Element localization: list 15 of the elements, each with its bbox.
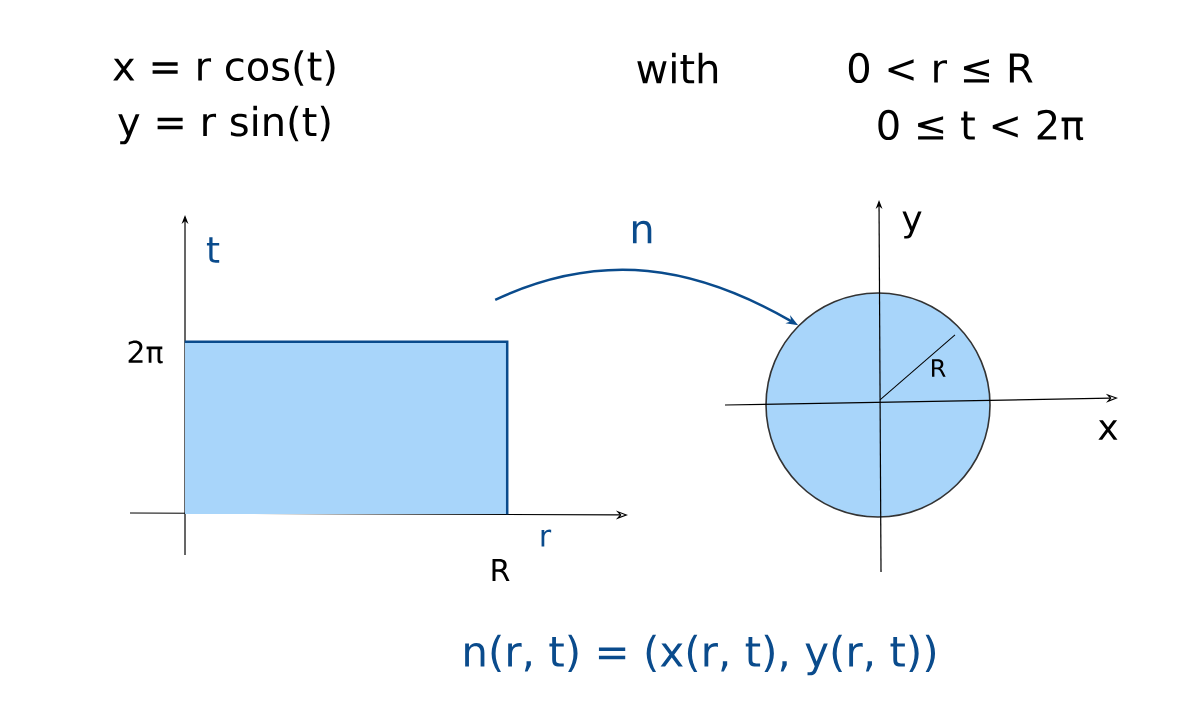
mapping-formula: n(r, t) = (x(r, t), y(r, t)) (465, 634, 936, 676)
axis-label: t (206, 237, 220, 263)
filled-disk (765, 292, 991, 518)
axis-label: r (541, 529, 552, 547)
inequality: 0 ≤ t < 2π (878, 109, 1084, 141)
filled-rectangle (184, 340, 509, 515)
equation: x = r cos(t) (113, 50, 335, 86)
condition-word: with (637, 52, 718, 84)
inequality: 0 < r ≤ R (848, 52, 1033, 84)
equation: y = r sin(t) (118, 105, 330, 145)
tick-label: R (492, 559, 510, 581)
axis-label: x (1098, 420, 1118, 440)
radius-label: R (932, 359, 946, 377)
axis-label: y (902, 211, 922, 239)
edge-label: n (632, 220, 652, 244)
